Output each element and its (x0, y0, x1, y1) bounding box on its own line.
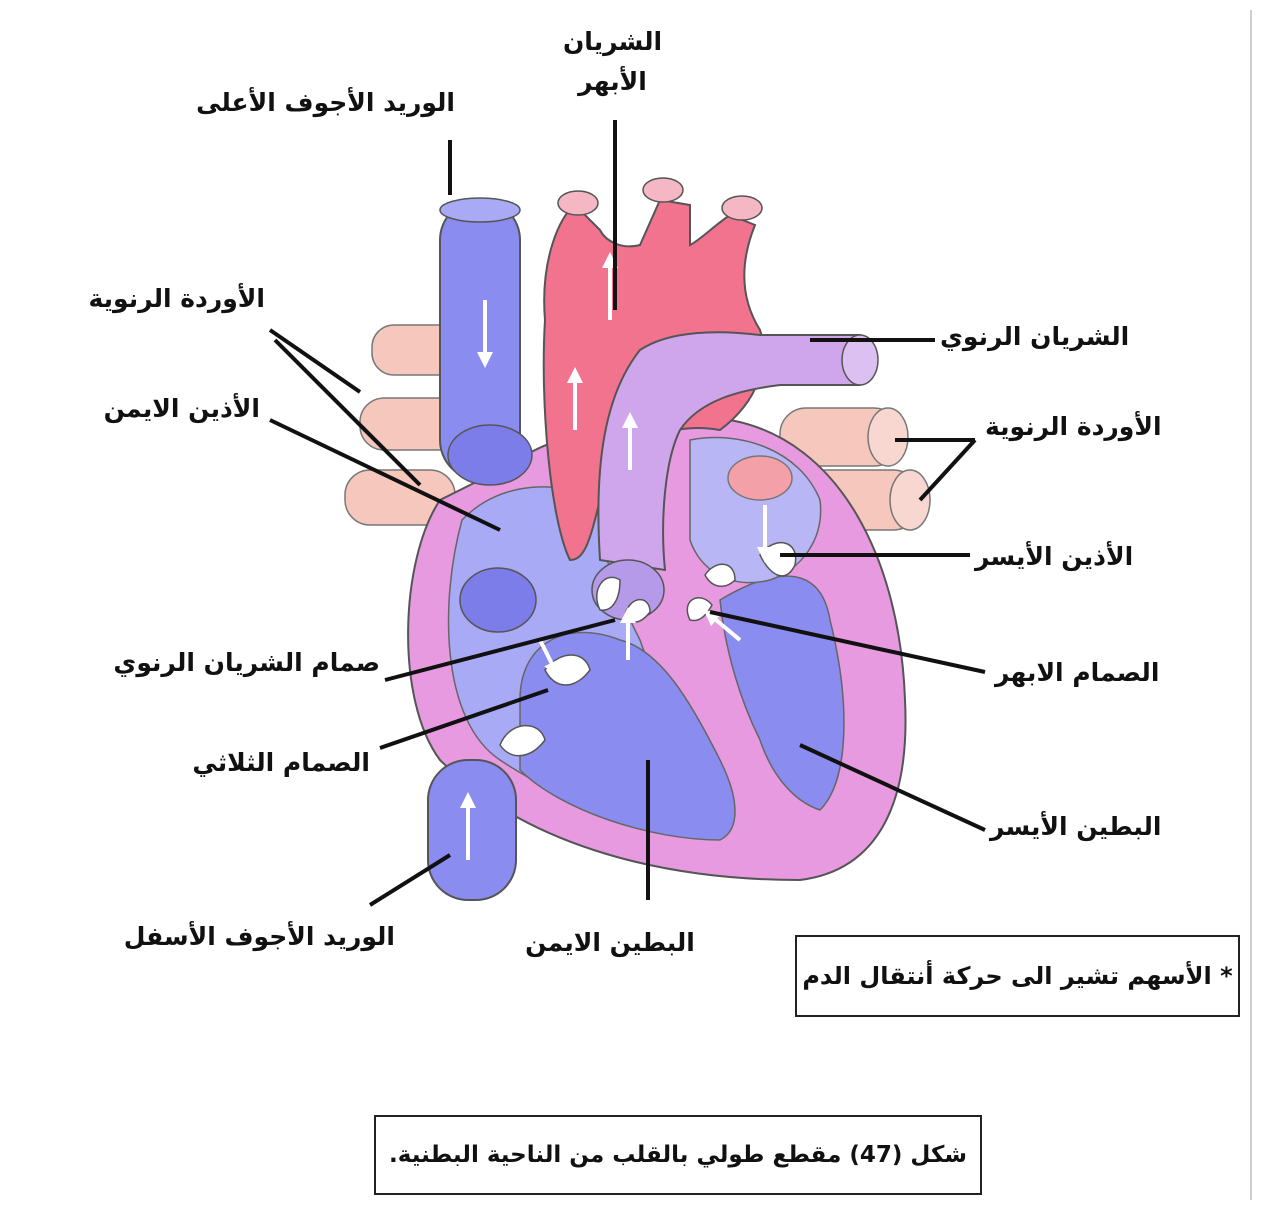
label-aortic-valve: الصمام الابهر (995, 658, 1160, 687)
label-right-atrium: الأذين الايمن (103, 394, 260, 423)
ivc-opening (459, 567, 537, 633)
label-right-ventricle: البطين الايمن (525, 928, 695, 957)
label-pulmonary-veins-left: الأوردة الرنوية (88, 284, 265, 313)
inferior-vena-cava (427, 759, 517, 901)
page-edge-line (1250, 10, 1252, 1200)
pulmonary-vein-opening (727, 455, 793, 501)
blood-flow-arrows (460, 252, 773, 860)
label-aorta: الشريان الأبهر (562, 27, 663, 96)
right-ventricle-area (519, 631, 736, 841)
figure-caption: شكل (47) مقطع طولي بالقلب من الناحية الب… (389, 1142, 967, 1168)
arrow-note-box: * الأسهم تشير الى حركة أنتقال الدم (795, 935, 1240, 1017)
label-inferior-vena-cava: الوريد الأجوف الأسفل (123, 922, 395, 951)
label-pulmonary-artery: الشريان الرنوي (940, 322, 1130, 351)
label-left-atrium: الأذين الأيسر (975, 542, 1134, 571)
label-tricuspid-valve: الصمام الثلاثي (192, 748, 370, 777)
label-superior-vena-cava: الوريد الأجوف الأعلى (196, 88, 455, 117)
leader-lines (268, 120, 986, 907)
arrow-note-text: * الأسهم تشير الى حركة أنتقال الدم (802, 962, 1233, 990)
label-left-ventricle: البطين الأيسر (990, 812, 1162, 841)
label-pulmonary-valve: صمام الشريان الرنوي (113, 648, 380, 677)
figure-caption-box: شكل (47) مقطع طولي بالقلب من الناحية الب… (374, 1115, 982, 1195)
label-pulmonary-veins-right: الأوردة الرنوية (985, 412, 1162, 441)
superior-vena-cava (439, 197, 533, 486)
